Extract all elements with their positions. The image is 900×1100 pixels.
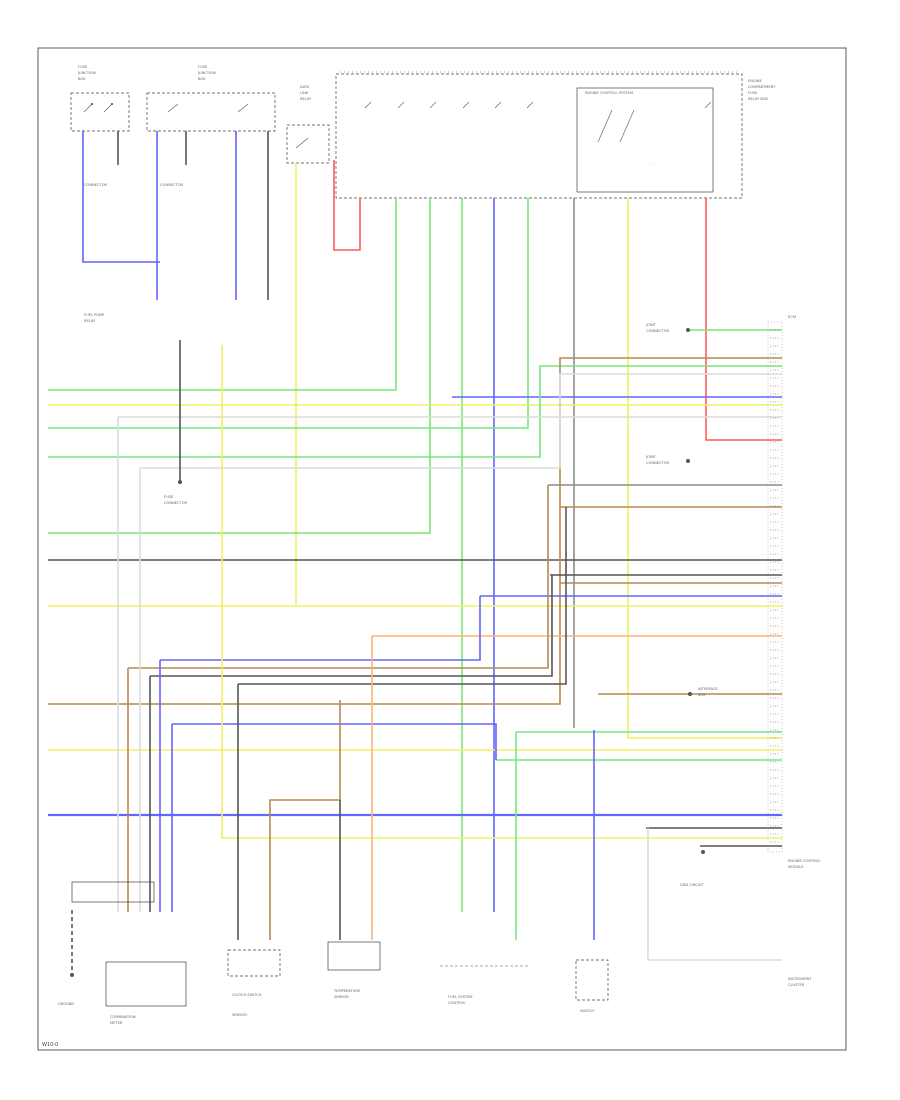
svg-text:GND CIRCUIT: GND CIRCUIT	[680, 883, 704, 887]
svg-text:FUEL PUMP: FUEL PUMP	[84, 313, 105, 317]
diagram-code: W10-0	[42, 1042, 59, 1048]
svg-text:SWITCH: SWITCH	[580, 1009, 594, 1013]
svg-text:JOINT: JOINT	[645, 323, 657, 327]
top-vertical-wires	[48, 131, 782, 912]
svg-text:RELAY BOX: RELAY BOX	[748, 97, 768, 101]
fuse-box-right: FUSE JUNCTION BOX	[146, 65, 276, 132]
svg-text:INTERFACE: INTERFACE	[698, 687, 718, 691]
svg-text:CONNECTOR: CONNECTOR	[160, 183, 184, 187]
component-sensor-center: TEMPERATURE SENSOR	[327, 941, 381, 999]
svg-text:BOX: BOX	[198, 77, 206, 81]
relay-small: DATA LINK RELAY	[286, 85, 330, 164]
svg-text:RELAY: RELAY	[84, 319, 96, 323]
svg-text:GROUND: GROUND	[58, 1002, 74, 1006]
svg-text:JUNCTION: JUNCTION	[77, 71, 96, 75]
svg-text:FUSE: FUSE	[748, 91, 758, 95]
svg-text:CONTROL: CONTROL	[448, 1001, 466, 1005]
svg-text:BOX: BOX	[698, 693, 706, 697]
svg-text:TEMPERATURE: TEMPERATURE	[333, 989, 361, 993]
svg-text:FUSE: FUSE	[164, 495, 174, 499]
svg-text:BOX: BOX	[78, 77, 86, 81]
svg-text:ENGINE CONTROL SYSTEM: ENGINE CONTROL SYSTEM	[585, 91, 633, 95]
svg-text:ENGINE: ENGINE	[748, 79, 762, 83]
svg-text:COMPARTMENT: COMPARTMENT	[748, 85, 776, 89]
svg-text:FUSE: FUSE	[198, 65, 208, 69]
component-switch-right: SWITCH	[575, 959, 609, 1013]
svg-text:JUNCTION: JUNCTION	[197, 71, 216, 75]
svg-text:SENSOR: SENSOR	[334, 995, 349, 999]
component-left-ground: GROUND	[58, 973, 74, 1006]
svg-text:LINK: LINK	[300, 91, 309, 95]
svg-text:CLUTCH SWITCH: CLUTCH SWITCH	[232, 993, 262, 997]
right-connector-block: ECM ENGINE CONTROL MODULE	[767, 315, 820, 869]
svg-text:CONNECTOR: CONNECTOR	[164, 501, 188, 505]
svg-text:FUEL SYSTEM: FUEL SYSTEM	[448, 995, 472, 999]
svg-text:RELAY: RELAY	[300, 97, 312, 101]
engine-control-module-top: ENGINE CONTROL SYSTEM ENGINE COMPARTMENT F…	[335, 71, 776, 199]
left-labels: FUEL PUMP RELAY CONNECTOR CONNECTOR FUSE CO…	[84, 183, 188, 505]
svg-text:INSTRUMENT: INSTRUMENT	[788, 977, 812, 981]
svg-text:CONNECTOR: CONNECTOR	[646, 461, 670, 465]
svg-text:COMBINATION: COMBINATION	[110, 1015, 136, 1019]
svg-text:JOINT: JOINT	[645, 455, 657, 459]
fuse-row	[364, 101, 712, 109]
right-side-splice-labels: JOINT CONNECTOR JOINT CONNECTOR INTERFACE B…	[645, 323, 812, 987]
component-fuel-system: FUEL SYSTEM CONTROL	[440, 965, 530, 1005]
svg-text:ENGINE CONTROL: ENGINE CONTROL	[788, 859, 820, 863]
diagram-frame	[37, 47, 847, 1051]
lower-wires	[71, 340, 782, 975]
component-combination-meter: COMBINATION METER	[71, 881, 187, 1025]
svg-text:ECM: ECM	[788, 315, 796, 319]
svg-text:FUSE: FUSE	[78, 65, 88, 69]
svg-text:CONNECTOR: CONNECTOR	[84, 183, 108, 187]
horizontal-wires	[48, 329, 782, 817]
svg-text:DATA: DATA	[300, 85, 310, 89]
component-clutch-sensor: CLUTCH SWITCH SENSOR	[227, 949, 281, 1017]
svg-text:METER: METER	[110, 1021, 123, 1025]
svg-text:SENSOR: SENSOR	[232, 1013, 247, 1017]
svg-text:MODULE: MODULE	[788, 865, 804, 869]
svg-text:CONNECTOR: CONNECTOR	[646, 329, 670, 333]
svg-text:⁙ ⁙: ⁙ ⁙	[648, 162, 655, 166]
fuse-box-left: FUSE JUNCTION BOX	[70, 65, 130, 132]
svg-text:CLUSTER: CLUSTER	[788, 983, 805, 987]
